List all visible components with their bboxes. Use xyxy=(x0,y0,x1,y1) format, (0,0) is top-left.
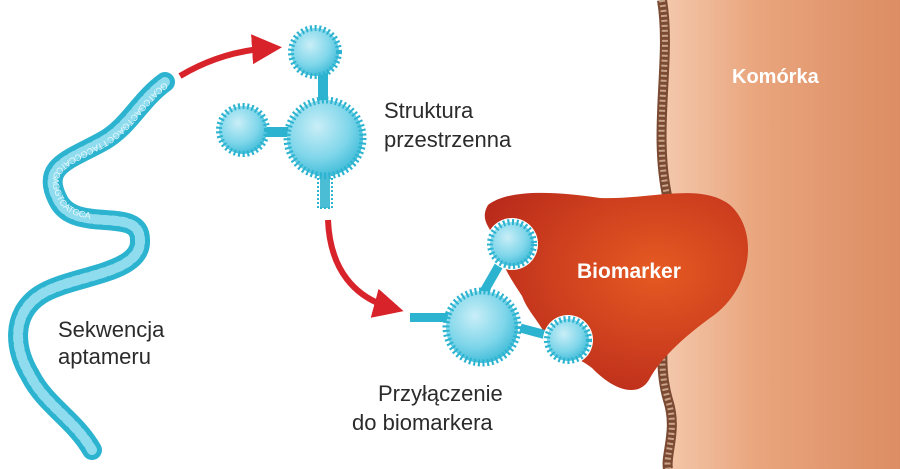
core-loop xyxy=(283,96,367,180)
stem-bottom-stripes xyxy=(317,171,333,209)
cell-body xyxy=(661,0,900,469)
label-aptamer-line1: Sekwencja xyxy=(58,317,165,342)
label-aptamer-line2: aptameru xyxy=(58,344,151,369)
stem-top xyxy=(318,72,328,114)
bound-loop-upper-inner xyxy=(487,219,537,269)
stem-left xyxy=(262,127,302,137)
aptamer-ribbon-highlight xyxy=(13,77,170,455)
label-biomarker: Biomarker xyxy=(577,260,681,283)
bound-stem-left xyxy=(410,313,450,322)
bound-loop-right-inner xyxy=(544,316,592,364)
label-binding-line2: do biomarkera xyxy=(352,410,493,435)
stem-bottom xyxy=(320,168,330,208)
label-structure-line1: Struktura xyxy=(384,98,474,123)
bound-structure xyxy=(410,218,593,367)
label-structure-line2: przestrzenna xyxy=(384,127,512,152)
loop-left xyxy=(216,103,270,157)
folded-structure xyxy=(216,25,367,209)
bound-core-loop xyxy=(442,287,522,367)
label-cell: Komórka xyxy=(732,66,820,88)
cell-membrane-pattern xyxy=(658,0,675,469)
loop-top xyxy=(288,25,342,79)
arrow-fold xyxy=(178,34,282,79)
label-binding-line1: Przyłączenie xyxy=(378,381,503,406)
arrow-bind xyxy=(325,219,404,318)
aptamer-sequence: GCATCGACTGAGCTTACGCCATCGAGGTCATGCA xyxy=(8,72,175,460)
